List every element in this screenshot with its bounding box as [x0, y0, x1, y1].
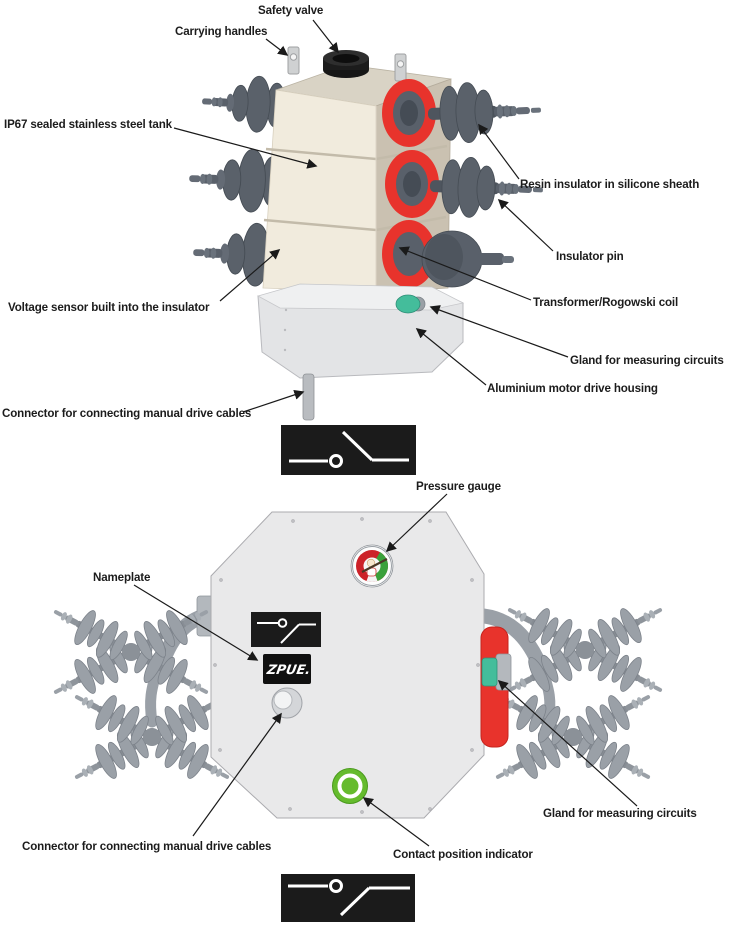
zpue-nameplate: ZPUE.	[263, 654, 312, 684]
contact-position-indicator-icon	[332, 768, 368, 804]
manual-drive-rod	[302, 373, 315, 421]
label-ip67-tank: IP67 sealed stainless steel tank	[4, 118, 172, 131]
label-contact-indicator: Contact position indicator	[393, 848, 533, 861]
right-bushing-assembly	[476, 591, 671, 795]
label-pressure-gauge: Pressure gauge	[416, 480, 501, 493]
panel-screws	[213, 517, 480, 814]
leader-connector-bottom	[192, 712, 282, 837]
label-resin-insulator: Resin insulator in silicone sheath	[520, 178, 700, 191]
leader-pressure-gauge	[385, 493, 448, 553]
leader-carrying-handles	[265, 38, 289, 56]
nameplate-brand-text: ZPUE.	[265, 663, 312, 678]
top-isometric-view	[187, 46, 545, 421]
label-nameplate: Nameplate	[93, 571, 151, 584]
red-ring-phase1	[382, 79, 436, 147]
label-voltage-sensor: Voltage sensor built into the insulator	[8, 301, 210, 314]
leader-safety-valve	[312, 19, 339, 54]
leader-ip67-tank	[173, 127, 318, 169]
leader-contact-indicator	[362, 797, 430, 847]
bottom-front-view: ZPUE.	[45, 511, 671, 819]
label-safety-valve: Safety valve	[258, 4, 324, 17]
leader-insulator-pin	[497, 198, 554, 252]
leader-voltage-sensor	[219, 248, 281, 302]
leader-gland-top	[429, 305, 569, 358]
carrying-handle-left	[287, 46, 300, 75]
label-rogowski-coil: Transformer/Rogowski coil	[533, 296, 679, 309]
leader-rogowski-coil	[398, 246, 532, 301]
manual-drive-connector-knob	[271, 687, 303, 719]
right-insulator-phase1	[426, 79, 543, 145]
label-carrying-handles: Carrying handles	[175, 25, 268, 38]
label-insulator-pin: Insulator pin	[556, 250, 624, 263]
measuring-gland-bottom	[481, 653, 512, 691]
leader-lines	[133, 19, 638, 847]
left-bushing-assembly	[45, 593, 238, 795]
leader-motor-housing	[415, 328, 487, 386]
pressure-gauge-icon	[350, 544, 394, 588]
label-gland-bottom: Gland for measuring circuits	[543, 807, 697, 820]
carrying-handle-right	[394, 53, 407, 82]
measuring-gland-top	[395, 294, 426, 314]
leader-nameplate	[133, 584, 259, 661]
leader-connector-top	[242, 389, 305, 413]
label-motor-housing: Aluminium motor drive housing	[487, 382, 658, 395]
label-connector-bottom: Connector for connecting manual drive ca…	[22, 840, 272, 853]
front-panel	[210, 511, 485, 819]
label-gland-top: Gland for measuring circuits	[570, 354, 724, 367]
right-insulator-phase3	[421, 230, 514, 288]
label-connector-top: Connector for connecting manual drive ca…	[2, 407, 252, 420]
leader-gland-bottom	[497, 679, 638, 807]
nameplate-switch-symbol-icon	[251, 612, 321, 647]
safety-valve	[323, 50, 369, 78]
switch-symbol-closed-icon	[281, 874, 415, 922]
motor-drive-housing	[256, 283, 465, 379]
switch-symbol-open-icon	[281, 425, 416, 475]
leader-resin-insulator	[478, 123, 520, 180]
red-ring-phase2	[385, 150, 439, 218]
